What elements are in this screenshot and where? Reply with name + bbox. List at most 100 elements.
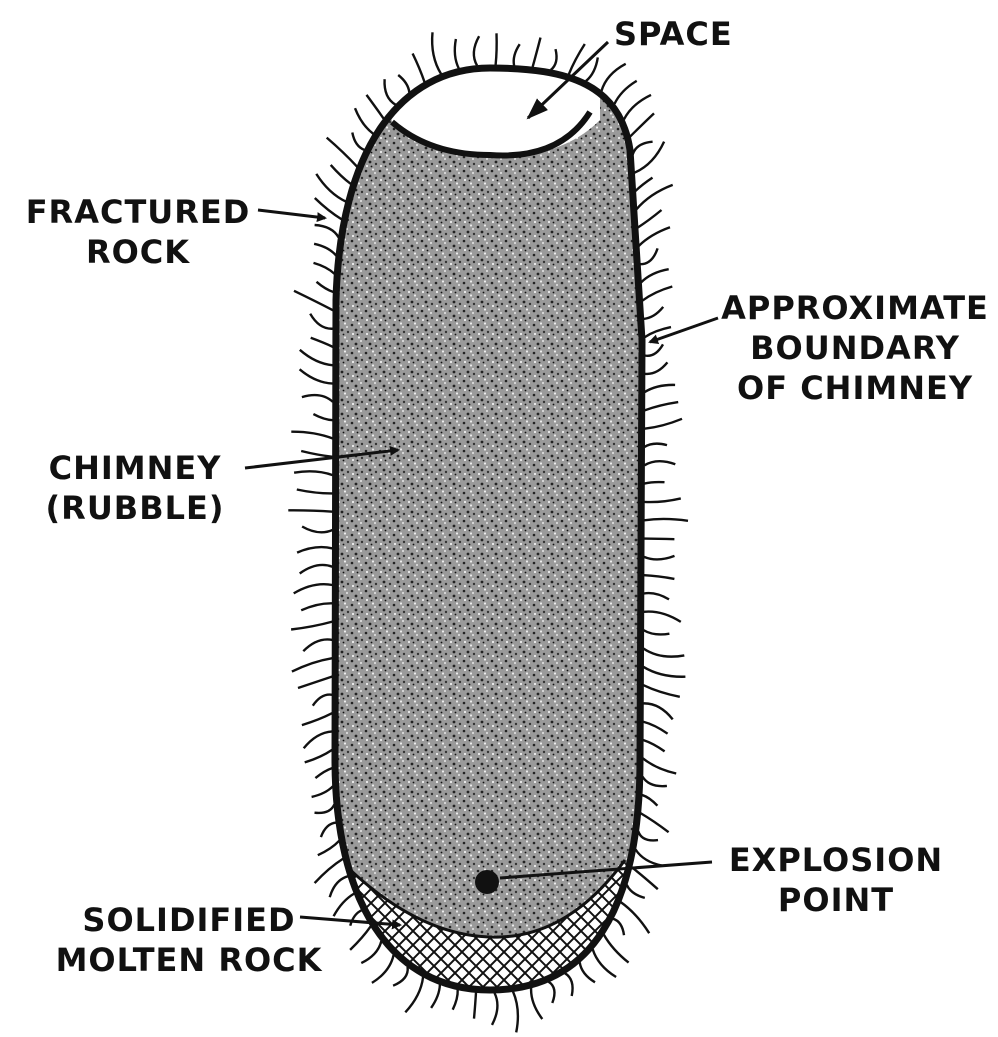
fracture-hair (404, 976, 425, 1014)
fractured-rock-arrow (257, 208, 327, 223)
fracture-hair (314, 803, 336, 815)
fracture-hair (643, 574, 675, 581)
fracture-hair (511, 991, 520, 1033)
fracture-hair (549, 48, 558, 71)
fracture-hair (585, 57, 599, 83)
space-void (380, 68, 600, 156)
fracture-hair (329, 164, 352, 186)
label-fractured-rock-line2: ROCK (85, 233, 191, 271)
fracture-hair (430, 984, 442, 1009)
fracture-hair (301, 525, 333, 534)
fracture-hair (602, 934, 630, 964)
fracture-hair (300, 449, 333, 458)
label-explosion-point: EXPLOSION POINT (716, 840, 956, 920)
fracture-hair (622, 93, 652, 121)
fracture-hair (293, 470, 334, 477)
fracture-hair (472, 992, 478, 1019)
fractured-rock-hairs (288, 32, 689, 1033)
fracture-hair (643, 325, 672, 339)
fracture-hair (529, 987, 544, 1020)
fracture-hair (311, 785, 334, 799)
fracture-hair (567, 43, 586, 75)
fracture-hair (643, 702, 674, 721)
fracture-hair (600, 62, 627, 92)
fracture-hair (397, 74, 411, 93)
label-fractured-rock: FRACTURED ROCK (18, 192, 258, 272)
fracture-hair (317, 839, 341, 857)
fracture-hair (353, 107, 375, 135)
fracture-hair (629, 112, 655, 138)
fracture-hair (296, 488, 333, 495)
fracture-hair (313, 197, 343, 221)
fracture-hair (288, 509, 333, 513)
chimney-body (335, 68, 642, 990)
fracture-hair (630, 866, 659, 891)
fracture-hair (296, 545, 333, 554)
fracture-hair (619, 901, 651, 934)
fracture-hair (328, 875, 349, 898)
fracture-hair (643, 517, 689, 522)
fracture-hair (451, 989, 459, 1011)
fracture-hair (302, 730, 333, 750)
fracture-hair (319, 821, 337, 838)
fracture-hair (564, 972, 574, 997)
fracture-hair (300, 602, 333, 612)
fracture-hair (639, 247, 659, 266)
fracture-hair (490, 992, 499, 1026)
fracture-hair (291, 657, 333, 673)
molten-rock-top-line (338, 858, 627, 939)
fracture-hair (643, 383, 676, 394)
fracture-hair (302, 638, 333, 653)
fracture-hair (642, 684, 681, 698)
fracture-hair (301, 712, 333, 727)
rubble-fill (335, 68, 642, 990)
label-chimney-line1: CHIMNEY (48, 449, 222, 487)
fracture-hair (634, 848, 663, 867)
fracture-hair (332, 892, 355, 917)
label-approximate-boundary: APPROXIMATE BOUNDARY OF CHIMNEY (720, 288, 990, 408)
fracture-hair (349, 925, 372, 951)
fracture-hair (633, 141, 666, 175)
fracture-hair (643, 460, 676, 467)
fracture-hair (642, 720, 669, 735)
fracture-hair (291, 430, 334, 440)
fracture-hair (643, 591, 670, 601)
fracture-hair (641, 793, 659, 807)
fracture-hair (298, 563, 333, 575)
fracture-hair (312, 413, 333, 422)
fracture-hair (360, 940, 383, 965)
fracture-hair (642, 738, 666, 753)
fracture-hair (411, 52, 426, 83)
fracture-hair (631, 140, 653, 156)
fracture-hair (512, 43, 521, 66)
fracture-hair (371, 954, 395, 984)
fracture-hair (643, 554, 675, 561)
label-boundary-line2: BOUNDARY (750, 329, 960, 367)
boundary-arrow (648, 316, 719, 345)
fracture-hair (644, 480, 665, 485)
fracture-hair (644, 343, 665, 358)
label-chimney-line2: (RUBBLE) (45, 489, 225, 527)
fracture-hair (644, 361, 669, 376)
label-boundary-line1: APPROXIMATE (721, 289, 989, 327)
space-arrow (526, 40, 610, 120)
fracture-hair (351, 132, 366, 152)
fracture-hair (310, 336, 334, 349)
fracture-hair (644, 497, 682, 504)
fracture-hair (639, 811, 670, 834)
fracture-hair (636, 209, 663, 229)
chimney-arrow (244, 445, 400, 470)
fracture-hair (643, 442, 668, 449)
fracture-hair (644, 417, 683, 430)
fracture-hair (643, 610, 682, 623)
fracture-hair (642, 629, 670, 636)
fracture-hair (298, 368, 334, 385)
fracture-hair (643, 306, 665, 321)
label-explosion-line2: POINT (777, 881, 895, 919)
fracture-hair (309, 313, 334, 330)
fracture-hair (634, 176, 654, 193)
fracture-hair (494, 33, 498, 66)
fracture-hair (547, 980, 556, 1004)
fracture-hair (349, 909, 363, 927)
